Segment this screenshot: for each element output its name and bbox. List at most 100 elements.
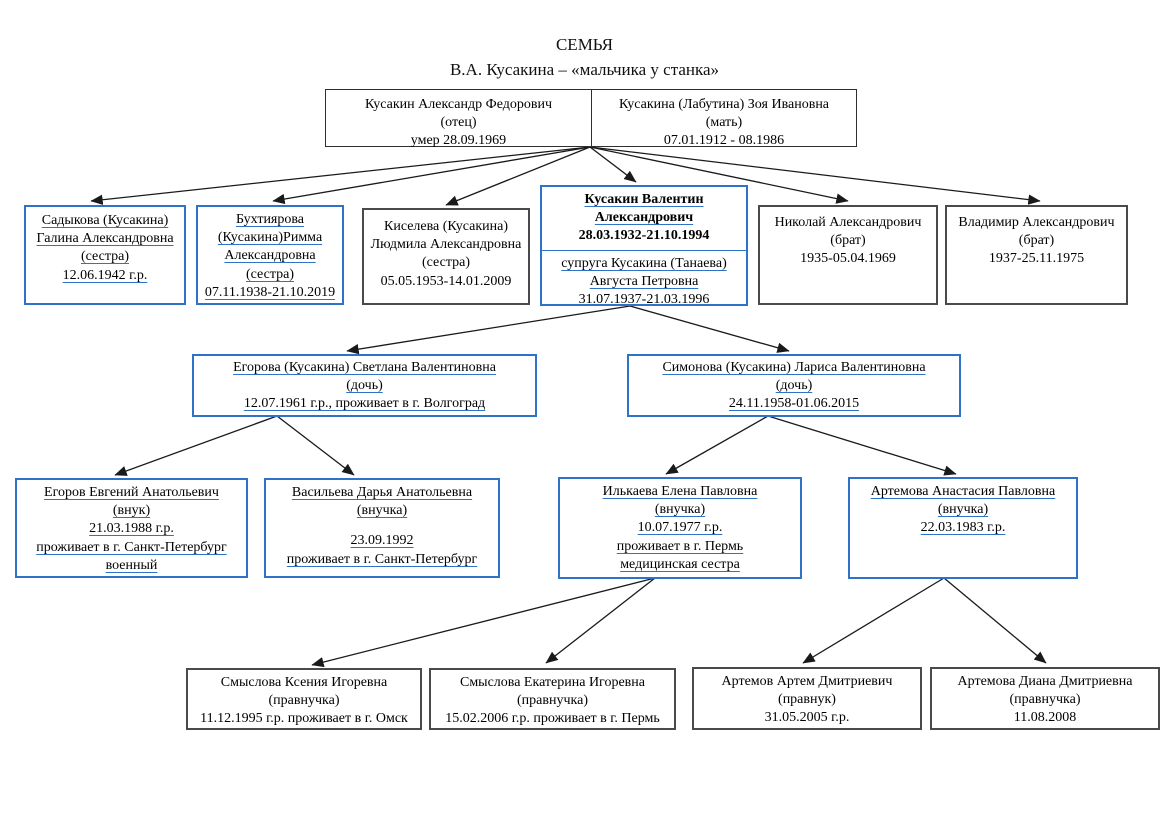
person-residence: проживает в г. Санкт-Петербург xyxy=(36,539,227,555)
person-name: Садыкова (Кусакина) xyxy=(41,213,169,228)
person-name: Александрович xyxy=(594,210,694,226)
person-dates: 10.07.1977 г.р. xyxy=(637,520,723,536)
person-relation: (мать) xyxy=(705,115,743,131)
node-valentin: Кусакин Валентин Александрович 28.03.193… xyxy=(540,185,748,307)
person-dates: 11.08.2008 xyxy=(1013,710,1077,726)
person-dates: умер 28.09.1969 xyxy=(410,133,507,149)
node-vladimir: Владимир Александрович (брат) 1937-25.11… xyxy=(945,205,1128,305)
arrow-simonova-artemova xyxy=(767,415,957,476)
node-father: Кусакин Александр Федорович (отец) умер … xyxy=(326,90,591,148)
person-name: Киселева (Кусакина) xyxy=(384,219,508,234)
person-name: Симонова (Кусакина) Лариса Валентиновна xyxy=(662,360,926,375)
person-occupation: военный xyxy=(105,557,158,573)
person-name: Галина Александровна xyxy=(36,231,174,247)
valentin-spouse-section: супруга Кусакина (Танаева) Августа Петро… xyxy=(542,251,746,314)
person-name: Людмила Александровна xyxy=(370,237,522,253)
arrow-artemova-artemova-d xyxy=(943,577,1047,664)
node-artemov-artem: Артемов Артем Дмитриевич (правнук) 31.05… xyxy=(692,667,922,730)
person-name: Егоров Евгений Анатольевич xyxy=(44,485,219,500)
person-dates: 11.12.1995 г.р. проживает в г. Омск xyxy=(200,711,408,727)
person-relation: (правнучка) xyxy=(268,693,340,709)
person-residence: проживает в г. Пермь xyxy=(616,538,744,554)
person-name: Артемова Диана Дмитриевна xyxy=(957,674,1133,689)
arrow-parents-sadykova xyxy=(90,146,591,205)
person-relation: (дочь) xyxy=(346,378,383,394)
person-name: Илькаева Елена Павловна xyxy=(602,484,758,499)
person-relation: (брат) xyxy=(830,233,866,249)
person-dates: 28.03.1932-21.10.1994 xyxy=(578,228,710,244)
person-dates: 07.01.1912 - 08.1986 xyxy=(663,133,785,149)
title-line-2: В.А. Кусакина – «мальчика у станка» xyxy=(449,59,720,79)
node-ilkaeva: Илькаева Елена Павловна (внучка) 10.07.1… xyxy=(558,477,802,579)
node-egorov: Егоров Евгений Анатольевич (внук) 21.03.… xyxy=(15,478,248,578)
person-name: Бухтиярова xyxy=(235,212,305,227)
person-dates: 24.11.1958-01.06.2015 xyxy=(728,396,860,412)
person-name: Смыслова Ксения Игоревна xyxy=(220,675,388,690)
node-vasilyeva: Васильева Дарья Анатольевна (внучка) 23.… xyxy=(264,478,500,578)
spouse-name: супруга Кусакина (Танаева) xyxy=(561,255,727,271)
page-title: СЕМЬЯ В.А. Кусакина – «мальчика у станка… xyxy=(0,33,1169,82)
person-relation: (сестра) xyxy=(246,266,294,282)
person-dates: 21.03.1988 г.р. xyxy=(89,521,174,537)
person-dates: 07.11.1938-21.10.2019 xyxy=(204,284,336,300)
person-relation: (внук) xyxy=(112,503,151,519)
person-dates: 15.02.2006 г.р. проживает в г. Пермь xyxy=(445,711,660,727)
title-line-1: СЕМЬЯ xyxy=(555,35,614,54)
person-occupation: медицинская сестра xyxy=(620,556,740,572)
person-dates: 22.03.1983 г.р. xyxy=(920,520,1006,536)
person-dates: 12.06.1942 г.р. xyxy=(62,267,148,283)
arrow-parents-valentin xyxy=(589,146,637,183)
person-name: Егорова (Кусакина) Светлана Валентиновна xyxy=(233,360,496,375)
person-name: Артемова Анастасия Павловна xyxy=(870,484,1056,499)
person-dates: 12.07.1961 г.р., проживает в г. Волгогра… xyxy=(243,396,486,412)
person-dates: 23.09.1992 xyxy=(350,533,414,549)
node-egorova: Егорова (Кусакина) Светлана Валентиновна… xyxy=(192,354,537,417)
person-relation: (отец) xyxy=(440,115,477,131)
person-dates: 05.05.1953-14.01.2009 xyxy=(380,273,512,289)
node-kiseleva: Киселева (Кусакина) Людмила Александровн… xyxy=(362,208,530,305)
person-name: Александровна xyxy=(224,248,316,264)
person-residence: проживает в г. Санкт-Петербург xyxy=(286,551,478,567)
node-artemova-anastasia: Артемова Анастасия Павловна (внучка) 22.… xyxy=(848,477,1078,579)
person-dates: 31.05.2005 г.р. xyxy=(764,710,850,726)
spouse-dates: 31.07.1937-21.03.1996 xyxy=(578,291,710,307)
node-smyslova-ekaterina: Смыслова Екатерина Игоревна (правнучка) … xyxy=(429,668,676,730)
arrow-ilkaeva-smyslova-k xyxy=(311,577,656,668)
person-relation: (сестра) xyxy=(422,255,470,271)
person-dates: 1935-05.04.1969 xyxy=(800,251,896,267)
node-artemova-diana: Артемова Диана Дмитриевна (правнучка) 11… xyxy=(930,667,1160,730)
person-relation: (внучка) xyxy=(654,502,706,518)
node-mother: Кусакина (Лабутина) Зоя Ивановна (мать) … xyxy=(591,90,856,148)
arrow-egorova-egorov xyxy=(114,415,278,476)
node-sadykova: Садыкова (Кусакина) Галина Александровна… xyxy=(24,205,186,305)
person-relation: (сестра) xyxy=(81,249,129,265)
spouse-name: Августа Петровна xyxy=(589,273,699,289)
valentin-main-section: Кусакин Валентин Александрович 28.03.193… xyxy=(542,187,746,251)
node-nikolay: Николай Александрович (брат) 1935-05.04.… xyxy=(758,205,938,305)
arrow-egorova-vasilyeva xyxy=(276,415,355,476)
person-name: Смыслова Екатерина Игоревна xyxy=(459,675,645,690)
person-name: Кусакин Валентин xyxy=(584,192,704,207)
person-relation: (брат) xyxy=(1018,233,1055,249)
person-name: Кусакин Александр Федорович xyxy=(364,97,552,112)
person-name: Кусакина (Лабутина) Зоя Ивановна xyxy=(618,97,830,112)
person-relation: (правнучка) xyxy=(1009,692,1081,708)
arrow-simonova-ilkaeva xyxy=(665,415,769,475)
person-relation: (дочь) xyxy=(775,378,813,394)
arrow-ilkaeva-smyslova-e xyxy=(545,577,656,664)
person-name: Владимир Александрович xyxy=(958,215,1115,230)
person-relation: (внучка) xyxy=(356,503,408,519)
person-relation: (правнук) xyxy=(778,692,836,708)
person-name: Васильева Дарья Анатольевна xyxy=(291,485,473,500)
node-buhtiyarova: Бухтиярова (Кусакина)Римма Александровна… xyxy=(196,205,344,305)
person-name: Николай Александрович xyxy=(774,215,922,230)
node-smyslova-ksenia: Смыслова Ксения Игоревна (правнучка) 11.… xyxy=(186,668,422,730)
person-relation: (правнучка) xyxy=(517,693,588,709)
node-simonova: Симонова (Кусакина) Лариса Валентиновна … xyxy=(627,354,961,417)
person-name: (Кусакина)Римма xyxy=(217,230,323,246)
person-dates: 1937-25.11.1975 xyxy=(988,251,1085,267)
person-relation: (внучка) xyxy=(937,502,989,518)
node-parents: Кусакин Александр Федорович (отец) умер … xyxy=(325,89,857,148)
person-name: Артемов Артем Дмитриевич xyxy=(721,674,893,689)
